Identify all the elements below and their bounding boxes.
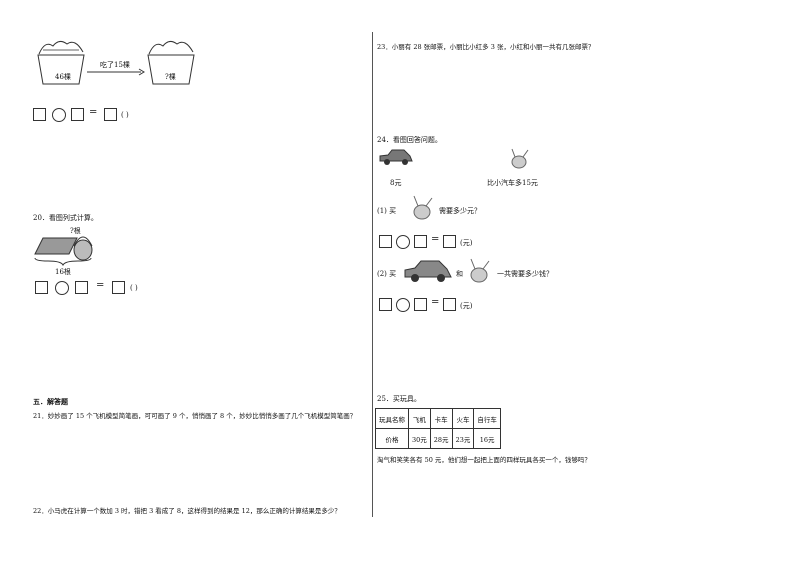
- answer-box[interactable]: [443, 235, 456, 248]
- p1-suffix: 需要多少元？: [439, 207, 481, 215]
- answer-box[interactable]: [35, 281, 48, 294]
- q25-title: 25．买玩具。: [377, 395, 421, 403]
- table-cell: 火车: [451, 408, 475, 429]
- table-cell: 30元: [408, 428, 431, 449]
- answer-box[interactable]: [104, 108, 117, 121]
- car-price: 8元: [390, 179, 402, 187]
- table-cell: 飞机: [408, 408, 431, 429]
- unit-paren: ( ): [121, 111, 129, 119]
- table-cell: 价格: [375, 428, 409, 449]
- answer-box[interactable]: [71, 108, 84, 121]
- q22-text: 22．小马虎在计算一个数加 3 时，错把 3 看成了 8，这样得到的结果是 12…: [33, 507, 341, 515]
- basket-image-left: [37, 40, 85, 85]
- equals-sign: =: [431, 234, 440, 245]
- answer-box[interactable]: [33, 108, 46, 121]
- answer-box[interactable]: [414, 235, 427, 248]
- section-heading: 五．解答题: [33, 397, 68, 406]
- p2-and: 和: [456, 270, 463, 278]
- car-image: [404, 260, 452, 282]
- bunny-price: 比小汽车多15元: [487, 179, 538, 187]
- bunny-image: [470, 258, 490, 283]
- arrow-label: 吃了15棵: [100, 61, 130, 69]
- q20-top-label: ?根: [70, 227, 81, 235]
- operator-circle[interactable]: [396, 235, 410, 249]
- p2-prefix: (2) 买: [377, 270, 397, 278]
- table-cell: 玩具名称: [375, 408, 409, 429]
- table-cell: 16元: [473, 428, 501, 449]
- equals-sign: =: [431, 297, 440, 308]
- q20-title: 20．看图列式计算。: [33, 214, 98, 222]
- q21-text: 21．妙妙画了 15 个飞机模型简笔画，可可画了 9 个，悄悄画了 8 个，妙妙…: [33, 412, 357, 420]
- right-basket-label: ?棵: [165, 73, 176, 81]
- answer-box[interactable]: [379, 298, 392, 311]
- table-cell: 23元: [451, 428, 475, 449]
- car-image: [379, 149, 413, 165]
- q23-text: 23．小丽有 28 张邮票，小丽比小红多 3 张，小红和小丽一共有几张邮票？: [377, 43, 595, 51]
- table-cell: 自行车: [473, 408, 501, 429]
- q24-title: 24．看图回答问题。: [377, 136, 442, 144]
- table-row: 价格 30元 28元 23元 16元: [375, 428, 501, 449]
- arrow: [87, 68, 145, 76]
- answer-box[interactable]: [75, 281, 88, 294]
- table-cell: 卡车: [429, 408, 453, 429]
- p2-suffix: 一共需要多少钱？: [497, 270, 553, 278]
- toy-price-table: 玩具名称 飞机 卡车 火车 自行车 价格 30元 28元 23元 16元: [375, 408, 501, 449]
- basket-image-right: [147, 40, 195, 85]
- p1-prefix: (1) 买: [377, 207, 397, 215]
- answer-box[interactable]: [112, 281, 125, 294]
- unit: (元): [460, 239, 473, 247]
- table-cell: 28元: [429, 428, 453, 449]
- sticks-basket-image: [34, 236, 93, 266]
- answer-box[interactable]: [414, 298, 427, 311]
- unit-paren: ( ): [130, 284, 138, 292]
- answer-box[interactable]: [443, 298, 456, 311]
- equals-sign: =: [96, 280, 105, 291]
- table-header-row: 玩具名称 飞机 卡车 火车 自行车: [375, 408, 501, 429]
- q20-bottom-label: 16根: [55, 268, 71, 276]
- operator-circle[interactable]: [52, 108, 66, 122]
- bunny-image: [511, 148, 529, 169]
- q25-question: 淘气和笑笑各有 50 元，他们想一起把上面的四样玩具各买一个，钱够吗？: [377, 456, 591, 464]
- unit: (元): [460, 302, 473, 310]
- operator-circle[interactable]: [55, 281, 69, 295]
- answer-box[interactable]: [379, 235, 392, 248]
- left-basket-label: 46棵: [55, 73, 71, 81]
- equals-sign: =: [89, 107, 98, 118]
- bunny-image: [413, 195, 433, 220]
- operator-circle[interactable]: [396, 298, 410, 312]
- column-divider: [372, 32, 373, 517]
